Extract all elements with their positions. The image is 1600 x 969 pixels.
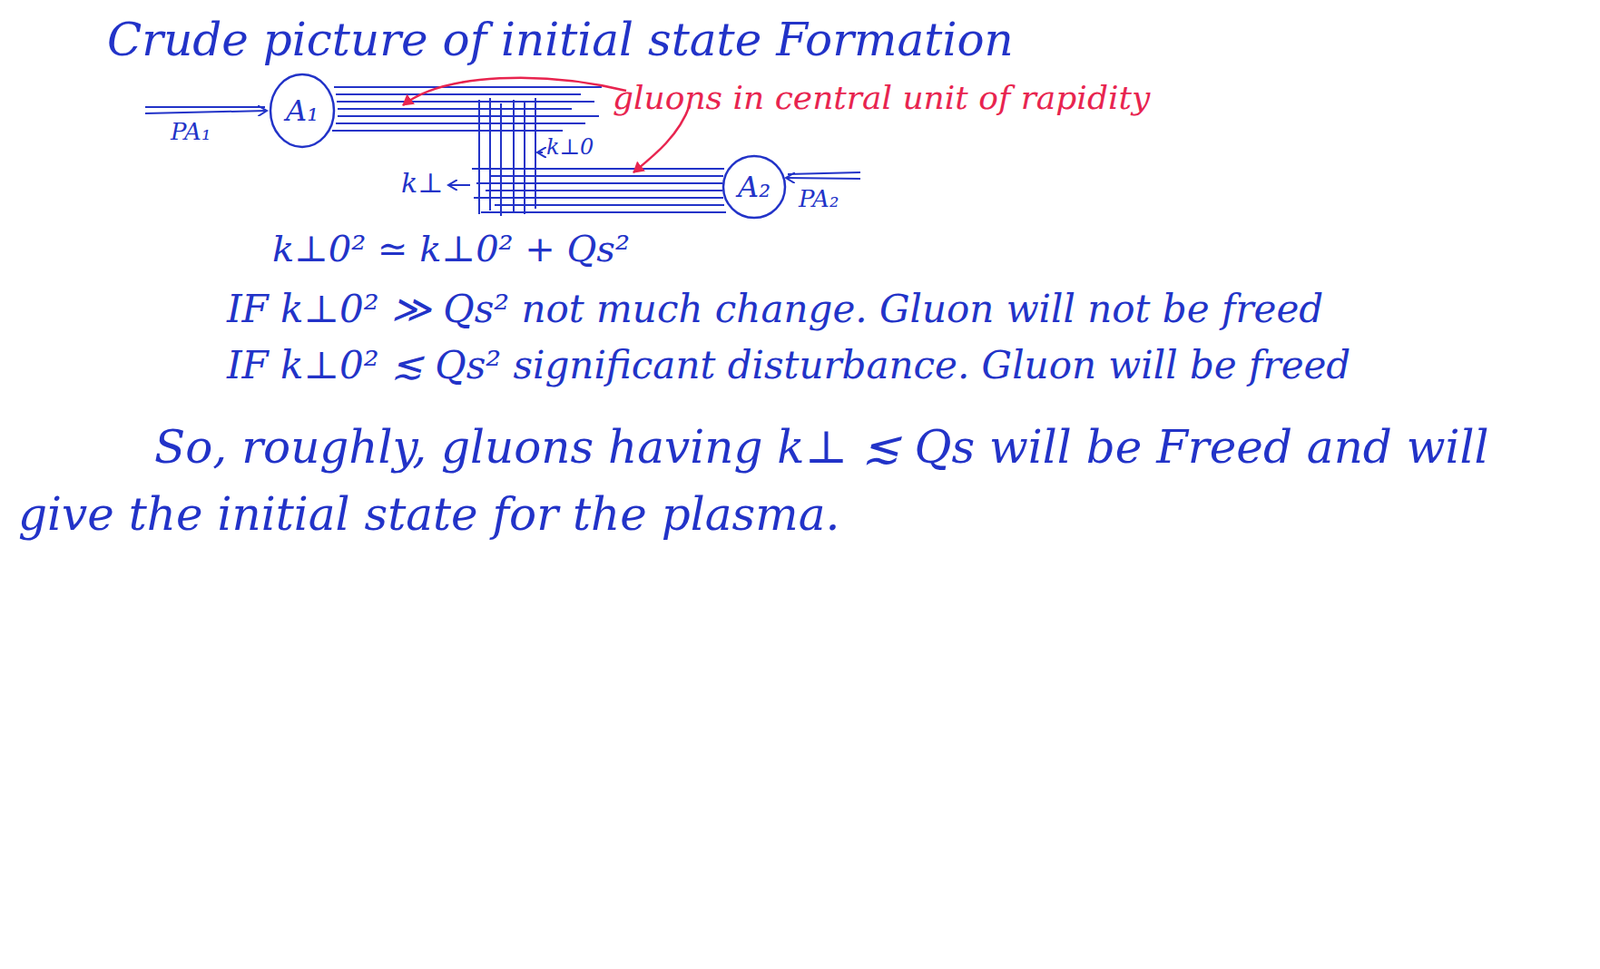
nucleus-circle: A₂: [721, 154, 787, 220]
momentum-label: k⊥0: [546, 134, 594, 161]
momentum-label: PA₁: [170, 117, 211, 147]
momentum-label: k⊥: [401, 166, 443, 200]
conclusion-text: So, roughly, gluons having k⊥ ≲ Qs will …: [18, 413, 1561, 549]
red-annotation: gluons in central unit of rapidity: [612, 78, 1150, 118]
condition-line: IF k⊥0² ≲ Qs² significant disturbance. G…: [226, 343, 1351, 389]
nucleus-label: A₂: [737, 169, 771, 205]
equation: k⊥0² ≃ k⊥0² + Qs²: [272, 226, 630, 271]
momentum-label: PA₂: [798, 185, 839, 214]
condition-line: IF k⊥0² ≫ Qs² not much change. Gluon wil…: [226, 286, 1324, 333]
nucleus-circle: A₁: [268, 72, 336, 149]
title: Crude picture of initial state Formation: [107, 12, 1014, 68]
nucleus-label: A₁: [285, 93, 319, 128]
